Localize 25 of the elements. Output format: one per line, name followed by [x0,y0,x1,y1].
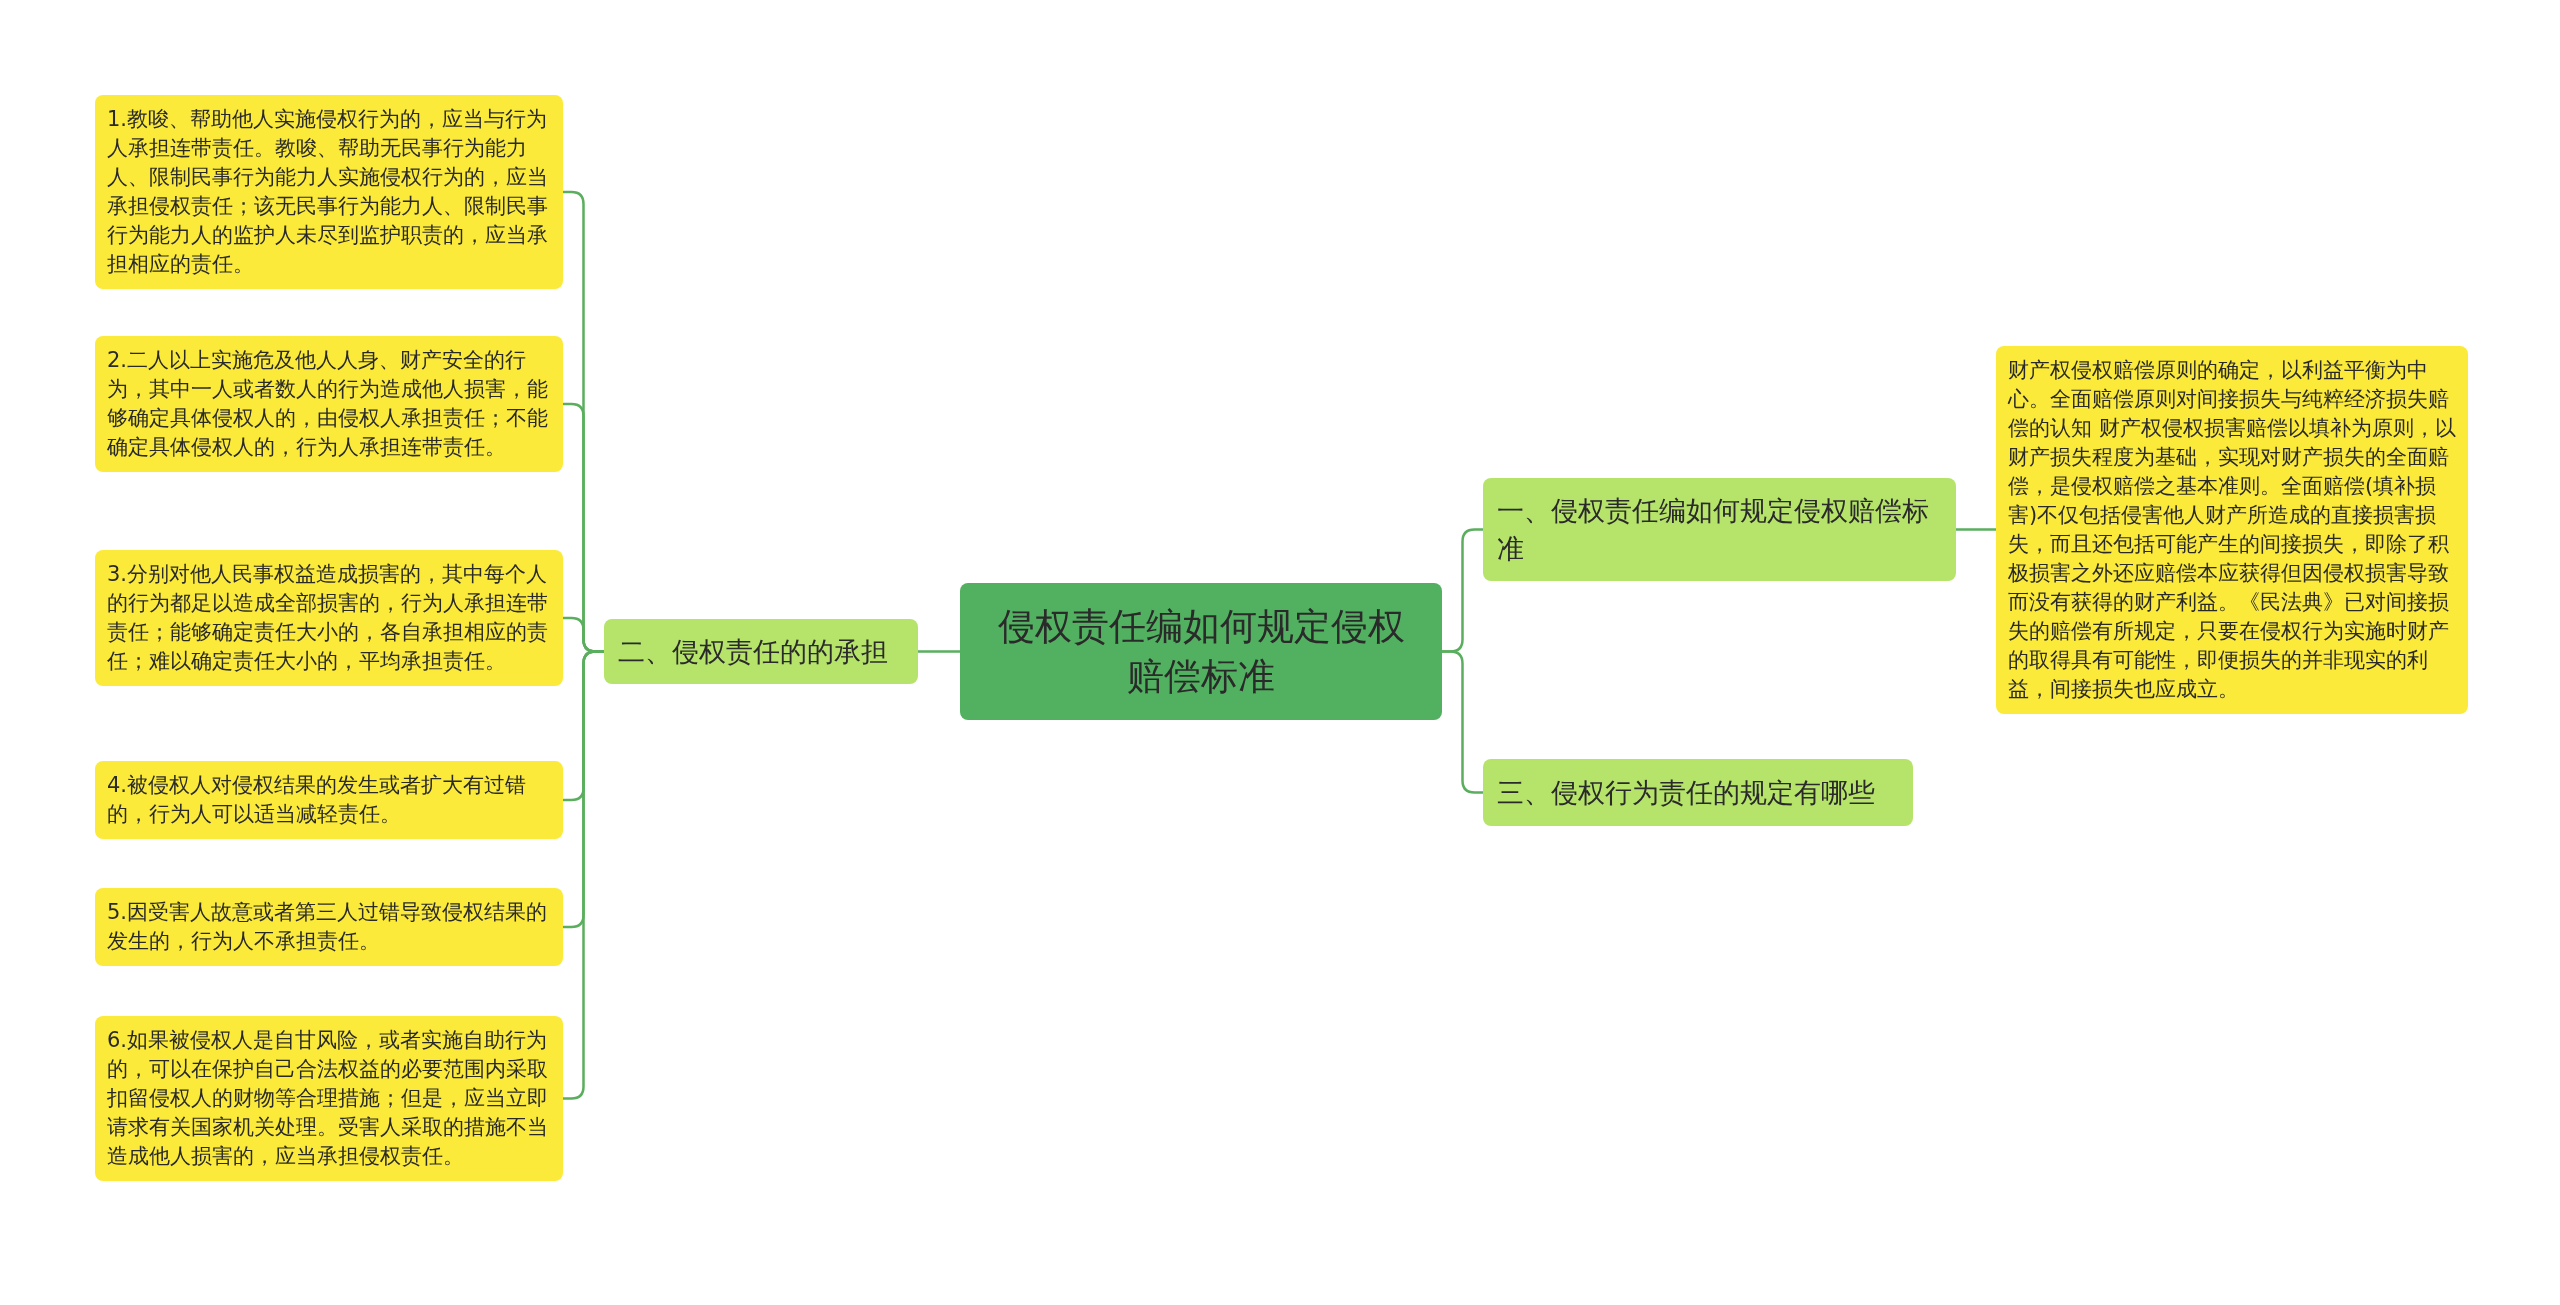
topic-box [1483,759,1913,826]
topic-text: 1.教唆、帮助他人实施侵权行为的，应当与行为人承担连带责任。教唆、帮助无民事行为能力人、限制民事行为能力人实施侵权行为的，应当承担侵权责任；该无民事行为能力人、限制民事行为能力人的监护人未尽到监护职责的，应当承担相应的责任。 [107,106,549,278]
topic-text: 一、侵权责任编如何规定侵权赔偿标准 [1497,493,1930,566]
topic-text: 三、侵权行为责任的规定有哪些 [1497,775,1875,810]
topic-text: 侵权责任编如何规定侵权赔偿标准 [996,603,1406,700]
note-box [95,95,563,289]
topic-text: 财产权侵权赔偿原则的确定，以利益平衡为中心。全面赔偿原则对间接损失与纯粹经济损失赔偿的认知 财产权侵权损害赔偿以填补为原则，以财产损失程度为基础，实现对财产损失的全面赔偿，是侵权赔偿之基本准则。全面赔偿(填补损害)不仅包括侵害他人财产所造成的直接损害损失，而且还包括可能产生的间接损失，即除了积极损害之外还应赔偿本应获得但因侵权损害导致而没有获得的财产利益。《民法典》已对间接损失的赔偿有所规定，只要在侵权行为实施时财产的取得具有可能性，即便损失的并非现实的利益，间接损失也应成立。 [2008,357,2456,703]
note-box [95,761,563,839]
central-topic-box [960,583,1442,720]
topic-text: 5.因受害人故意或者第三人过错导致侵权结果的发生的，行为人不承担责任。 [107,899,549,955]
note-box [95,336,563,472]
note-box [95,1016,563,1181]
topic-box [604,619,918,684]
topic-text: 2.二人以上实施危及他人人身、财产安全的行为，其中一人或者数人的行为造成他人损害，能够确定具体侵权人的，由侵权人承担责任；不能确定具体侵权人的，行为人承担连带责任。 [107,347,549,461]
connector-line [1442,650,1483,794]
note-box [95,888,563,966]
note-box [95,550,563,686]
topic-text: 6.如果被侵权人是自甘风险，或者实施自助行为的，可以在保护自己合法权益的必要范围内采取扣留侵权人的财物等合理措施；但是，应当立即请求有关国家机关处理。受害人采取的措施不当造成他人损害的，应当承担侵权责任。 [107,1027,549,1170]
topic-box [1483,478,1956,581]
topic-text: 3.分别对他人民事权益造成损害的，其中每个人的行为都足以造成全部损害的，行为人承担连带责任；能够确定责任大小的，各自承担相应的责任；难以确定责任大小的，平均承担责任。 [107,561,549,675]
topic-text: 二、侵权责任的的承担 [618,634,888,669]
topic-text: 4.被侵权人对侵权结果的发生或者扩大有过错的，行为人可以适当减轻责任。 [107,772,528,828]
connector-line [918,650,960,653]
connector-line [563,650,604,1100]
connector-line [1956,528,1996,531]
